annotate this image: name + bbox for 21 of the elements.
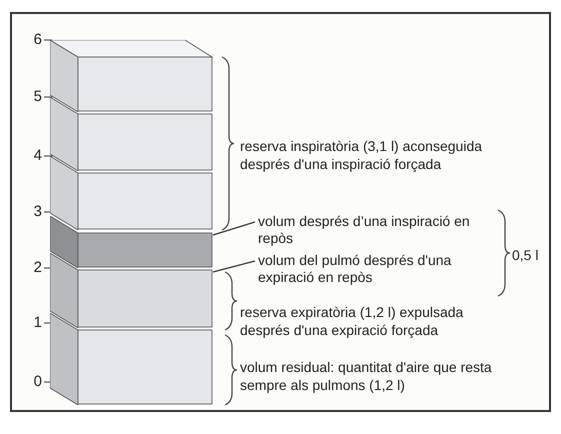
volume-block xyxy=(50,97,213,171)
axis-value: 4 xyxy=(32,147,42,164)
volume-block xyxy=(50,216,213,268)
volume-description: 0,5 l xyxy=(512,246,540,264)
volume-description: reserva expiratòria (1,2 l) expulsada després d'una expiració forçada xyxy=(240,303,464,339)
axis-value: 3 xyxy=(32,203,42,220)
leader-line xyxy=(212,221,256,236)
volume-block xyxy=(50,156,213,230)
volume-description: volum després d’una inspiració en repòs xyxy=(258,213,498,247)
volume-description: volum residual: quantitat d'aire que resta sempre als pulmons (1,2 l) xyxy=(240,358,493,394)
volume-description: volum del pulmó després d'una expiració en repòs xyxy=(258,252,498,286)
axis-value: 0 xyxy=(32,373,42,390)
volume-block xyxy=(50,40,213,112)
axis-value: 2 xyxy=(32,259,42,276)
volume-description: reserva inspiratòria (3,1 l) aconseguida després d'una inspiració forçada xyxy=(240,137,484,173)
axis-value: 1 xyxy=(32,314,42,331)
axis-value: 5 xyxy=(32,88,42,105)
leader-line xyxy=(212,260,256,273)
axis-value: 6 xyxy=(32,31,42,48)
volume-block xyxy=(50,313,213,405)
volume-block xyxy=(50,253,213,328)
